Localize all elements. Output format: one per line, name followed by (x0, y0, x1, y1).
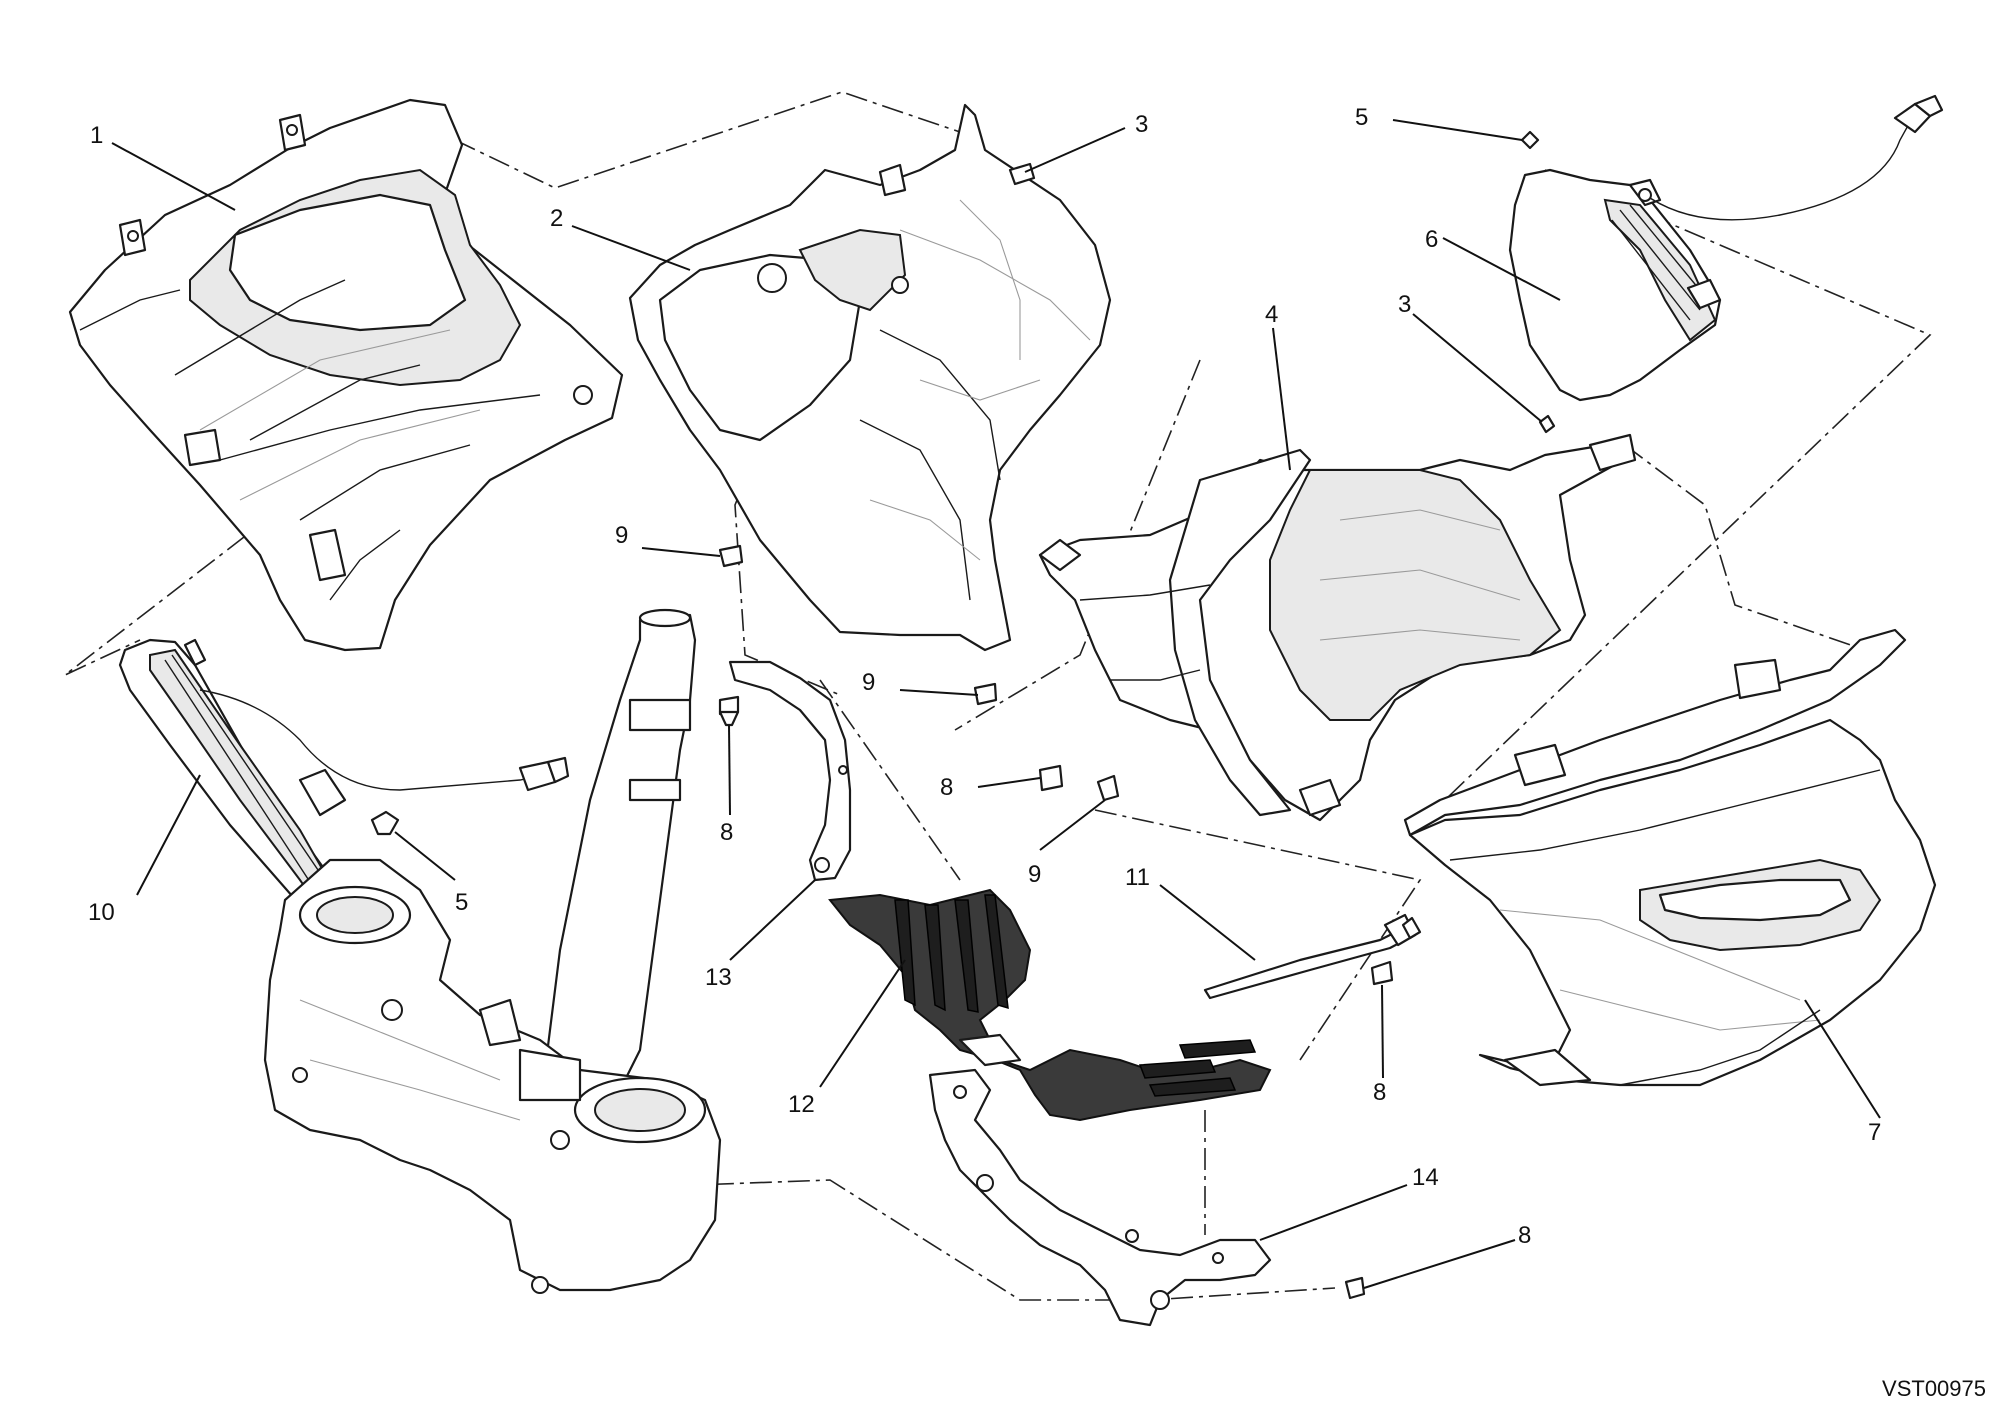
callout-5-lower: 5 (455, 889, 468, 916)
callout-4: 4 (1265, 301, 1278, 328)
callout-9-left: 9 (615, 522, 628, 549)
part-12-heat-shield (828, 888, 1272, 1122)
callout-6: 6 (1425, 226, 1438, 253)
part-13-bracket (728, 660, 852, 882)
callout-8-middle: 8 (940, 774, 953, 801)
callout-10: 10 (88, 899, 115, 926)
callout-3-right: 3 (1398, 291, 1411, 318)
part-14-mount-bracket (928, 1068, 1272, 1327)
callout-7: 7 (1868, 1119, 1881, 1146)
callout-5-upper: 5 (1355, 104, 1368, 131)
part-11-support-rod (1203, 913, 1422, 1000)
callout-11: 11 (1125, 864, 1150, 891)
part-4-right-duct-panel (1038, 433, 1637, 822)
part-6-right-turn-indicator (1508, 94, 1944, 402)
drawing-code: VST00975 (1882, 1376, 1986, 1401)
callout-14: 14 (1412, 1164, 1439, 1191)
callout-13: 13 (705, 964, 732, 991)
callout-12: 12 (788, 1091, 815, 1118)
callout-9-right: 9 (1028, 861, 1041, 888)
part-2-left-duct-panel (628, 103, 1112, 652)
part-1-inner-frame (68, 98, 624, 652)
leader-lines (111, 119, 1881, 1289)
callout-9-middle: 9 (862, 669, 875, 696)
callout-8-bottom: 8 (1518, 1222, 1531, 1249)
steering-stem-and-clamp (263, 608, 722, 1294)
fastener-screws (370, 130, 1556, 1300)
callout-8-right: 8 (1373, 1079, 1386, 1106)
callout-labels: 1 2 3 3 4 5 5 6 7 8 8 8 8 9 9 9 10 11 12… (88, 104, 1881, 1249)
callout-1: 1 (90, 122, 103, 149)
callout-8-left: 8 (720, 819, 733, 846)
callout-3-upper: 3 (1135, 111, 1148, 138)
part-7-lower-fairing (1403, 628, 1937, 1087)
callout-2: 2 (550, 205, 563, 232)
